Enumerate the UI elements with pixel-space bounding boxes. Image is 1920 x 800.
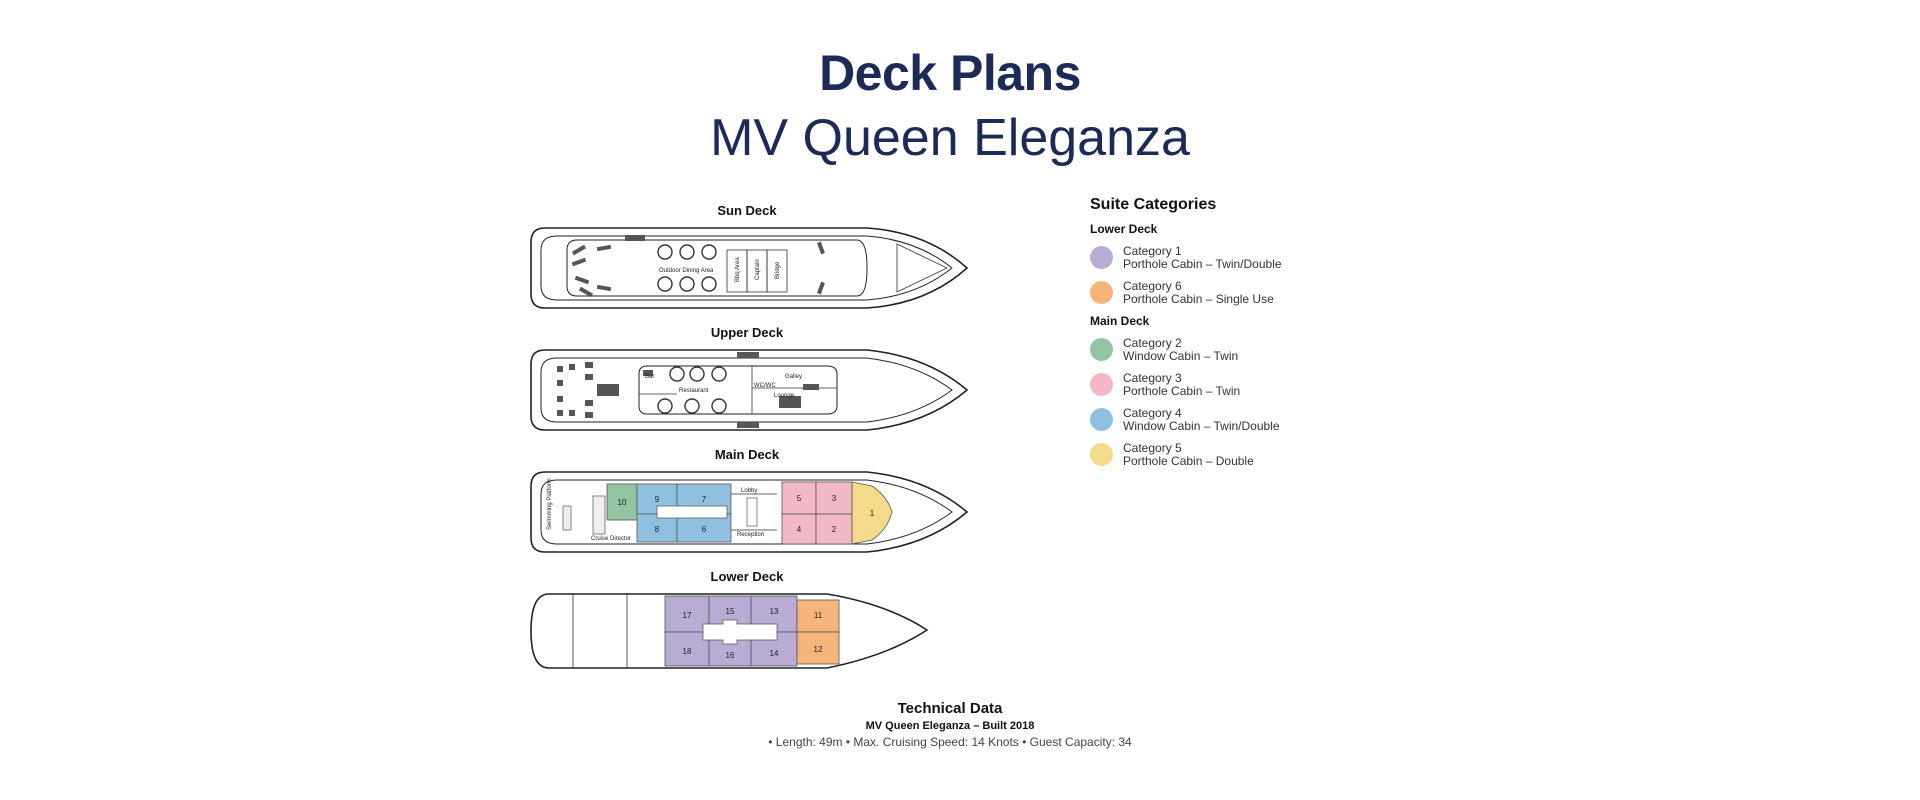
cabin-7: 7 xyxy=(702,495,707,504)
category-5-swatch xyxy=(1090,443,1113,466)
technical-data-title: Technical Data xyxy=(897,700,1003,717)
category-1-swatch xyxy=(1090,246,1113,269)
category-2-name: Category 2 xyxy=(1123,335,1182,350)
category-3-name: Category 3 xyxy=(1123,370,1182,385)
cabin-11: 11 xyxy=(814,611,823,620)
category-4-swatch xyxy=(1090,408,1113,431)
ship-name: MV Queen Eleganza xyxy=(710,109,1190,167)
cabin-9: 9 xyxy=(655,495,660,504)
category-6-desc: Porthole Cabin – Single Use xyxy=(1123,291,1274,306)
legend-section-lower-deck: Lower Deck xyxy=(1090,222,1158,236)
cabin-4: 4 xyxy=(797,525,802,534)
main-deck-title: Main Deck xyxy=(714,447,780,462)
category-5-desc: Porthole Cabin – Double xyxy=(1123,453,1254,468)
category-6-swatch xyxy=(1090,281,1113,304)
category-3-desc: Porthole Cabin – Twin xyxy=(1123,383,1241,398)
category-6-name: Category 6 xyxy=(1123,278,1182,293)
lower-deck-cabin-numbers: 17 15 13 11 18 16 14 12 xyxy=(683,607,823,660)
lounge-label: Lounge xyxy=(774,393,795,399)
technical-data: Technical Data MV Queen Eleganza – Built… xyxy=(0,700,1900,749)
category-1-desc: Porthole Cabin – Twin/Double xyxy=(1123,256,1282,271)
category-4-desc: Window Cabin – Twin/Double xyxy=(1123,418,1280,433)
legend-section-main-deck: Main Deck xyxy=(1090,314,1150,328)
technical-data-specs: • Length: 49m • Max. Cruising Speed: 14 … xyxy=(768,735,1132,749)
technical-data-subtitle: MV Queen Eleganza – Built 2018 xyxy=(865,720,1035,732)
cabin-3: 3 xyxy=(832,494,837,503)
upper-deck-title: Upper Deck xyxy=(710,325,784,340)
outdoor-dining-label: Outdoor Dining Area xyxy=(659,268,714,274)
galley-label: Galley xyxy=(785,374,802,380)
cabin-6: 6 xyxy=(702,525,707,534)
cruise-director-label: Cruise Director xyxy=(591,536,631,542)
bridge-label: Bridge xyxy=(775,261,781,279)
lower-deck-plan: 17 15 13 11 18 16 14 12 xyxy=(530,593,929,669)
reception-label: Reception xyxy=(737,532,764,538)
sun-deck-plan: Outdoor Dining Area Bbq Area Captain Bri… xyxy=(530,227,969,309)
wc-label: WC/WC xyxy=(754,383,776,389)
main-deck-plan: 10 9 7 8 6 5 3 4 2 1 Lobby Reception Cru… xyxy=(530,471,969,553)
category-3-swatch xyxy=(1090,373,1113,396)
cabin-10: 10 xyxy=(618,498,627,507)
cabin-15: 15 xyxy=(726,607,735,616)
lower-deck-title: Lower Deck xyxy=(710,569,784,584)
bbq-area-label: Bbq Area xyxy=(735,257,741,282)
cabin-1: 1 xyxy=(870,509,875,518)
cabin-12: 12 xyxy=(814,645,823,654)
cabin-2: 2 xyxy=(832,525,837,534)
restaurant-label: Restaurant xyxy=(679,388,709,394)
captain-label: Captain xyxy=(755,259,761,280)
category-2-swatch xyxy=(1090,338,1113,361)
swimming-platform-label: Swimming Platform xyxy=(547,478,553,530)
cabin-8: 8 xyxy=(655,525,660,534)
category-2-desc: Window Cabin – Twin xyxy=(1123,348,1239,363)
cabin-14: 14 xyxy=(770,649,779,658)
cabin-18: 18 xyxy=(683,647,692,656)
page-title: Deck Plans xyxy=(819,45,1081,101)
main-deck-cabin-numbers: 10 9 7 8 6 5 3 4 2 1 xyxy=(618,494,875,534)
legend-title: Suite Categories xyxy=(1090,196,1217,213)
cabin-17: 17 xyxy=(683,611,692,620)
sun-deck-title: Sun Deck xyxy=(717,203,777,218)
lobby-label: Lobby xyxy=(741,488,757,494)
cabin-13: 13 xyxy=(770,607,779,616)
bar-label: Bar xyxy=(645,374,654,380)
cabin-16: 16 xyxy=(726,651,735,660)
cabin-5: 5 xyxy=(797,494,802,503)
category-5-name: Category 5 xyxy=(1123,440,1182,455)
upper-deck-plan: Bar Restaurant Galley WC/WC Lounge xyxy=(530,349,969,431)
category-4-name: Category 4 xyxy=(1123,405,1182,420)
category-1-name: Category 1 xyxy=(1123,243,1182,258)
